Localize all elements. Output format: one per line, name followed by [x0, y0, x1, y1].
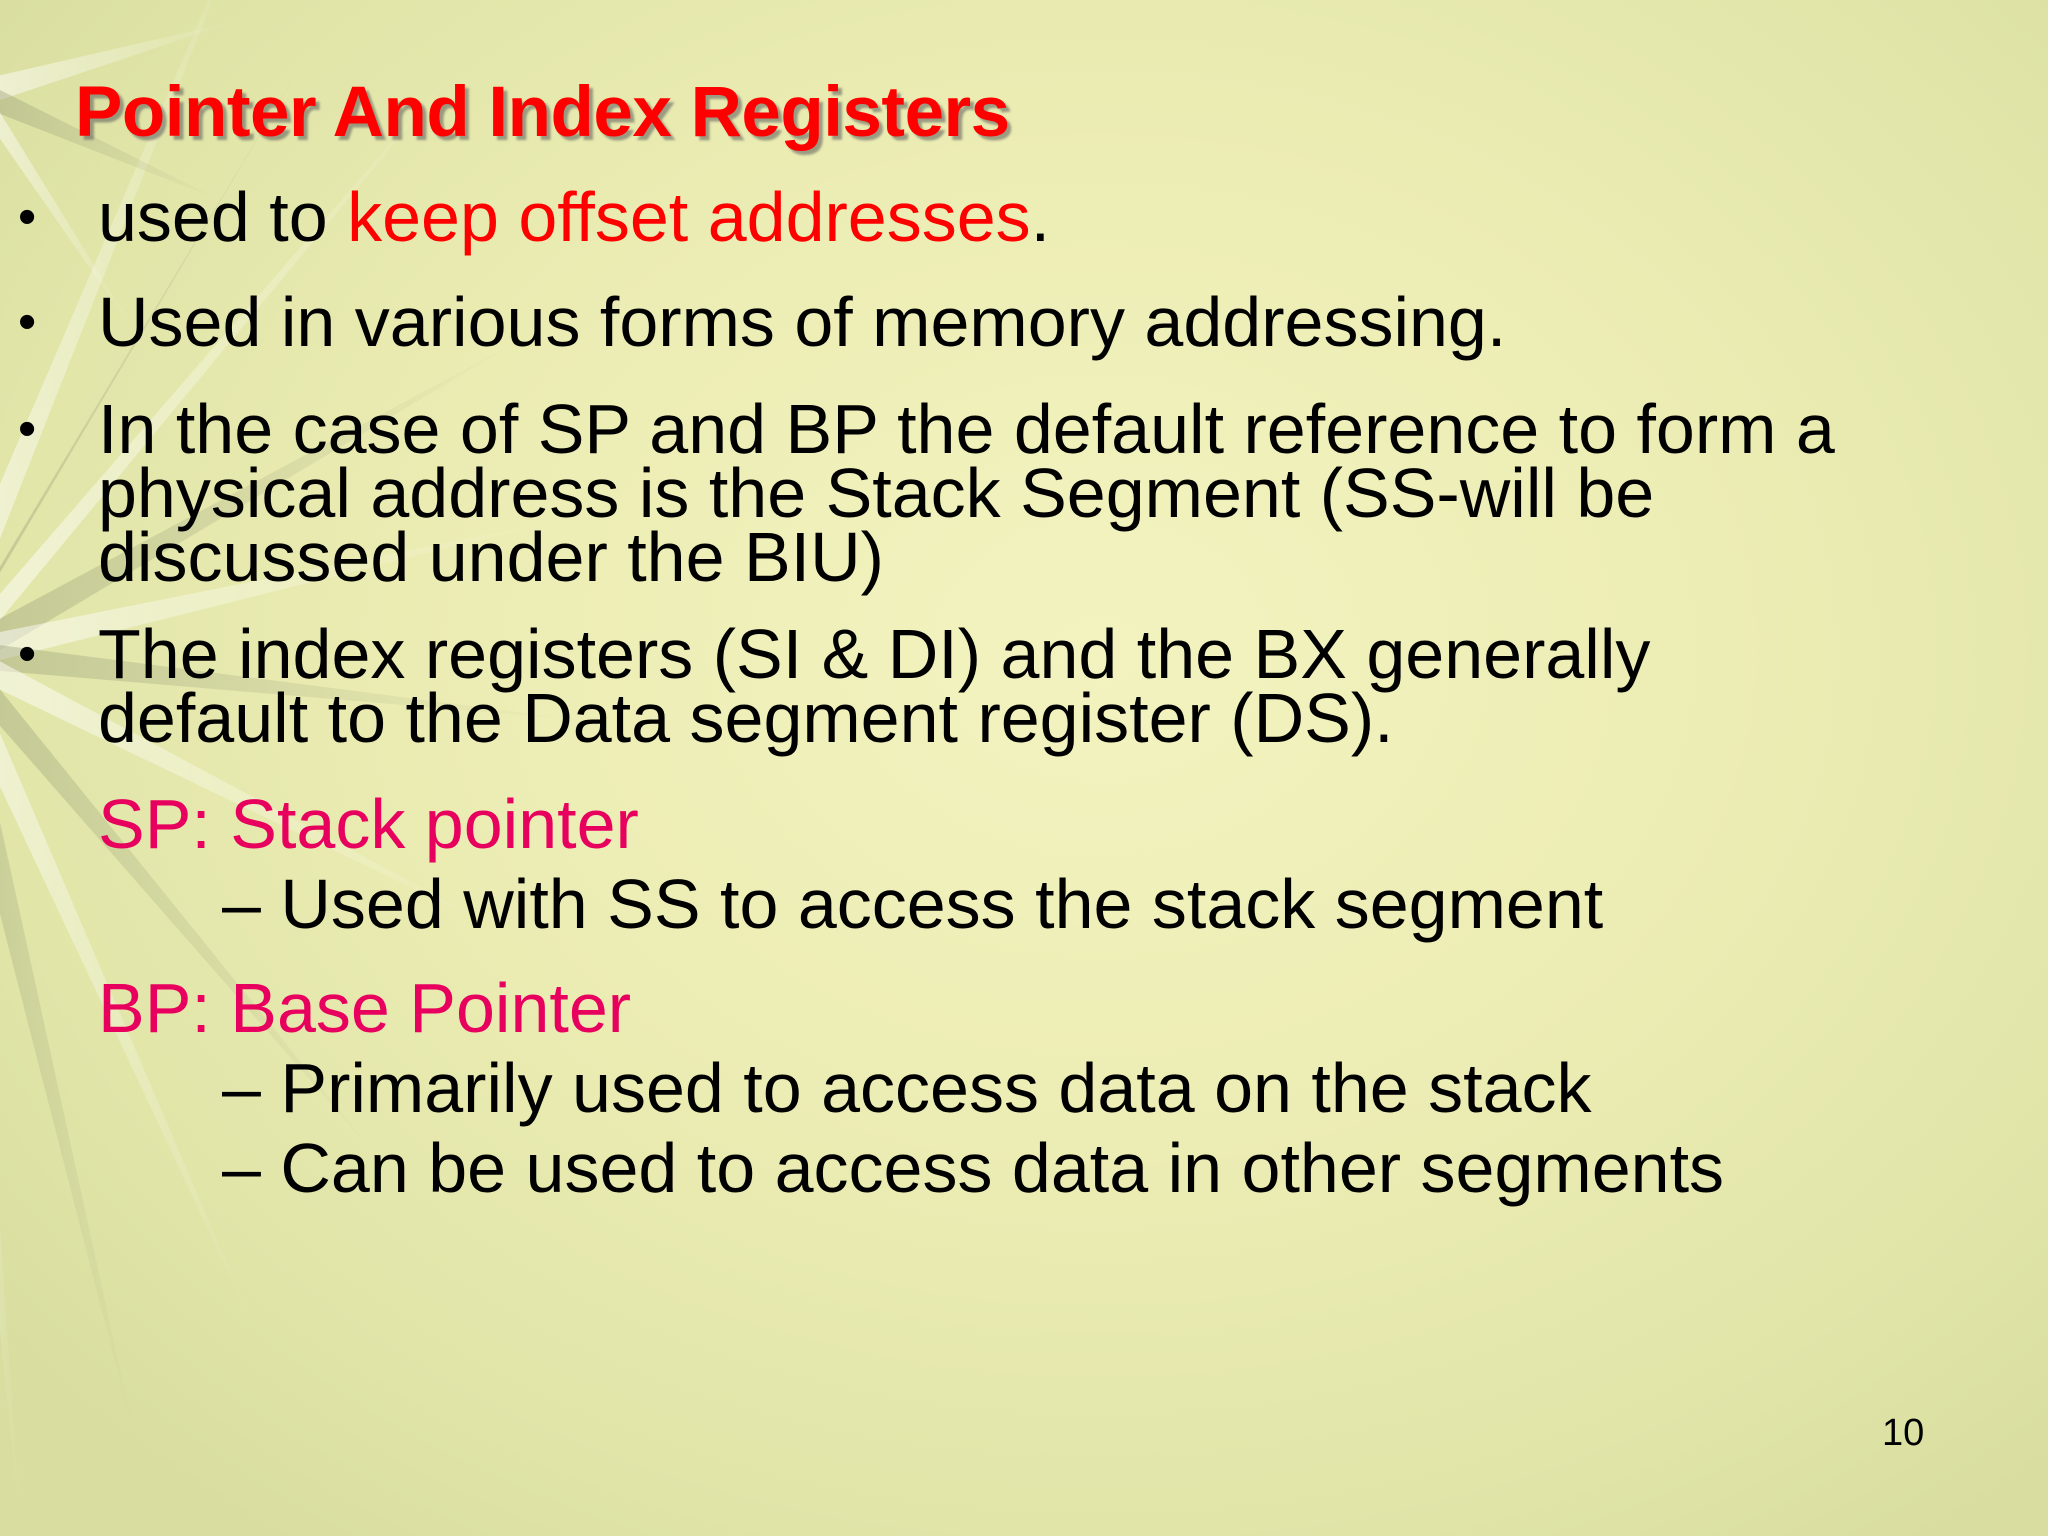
register-heading-sp: SP: Stack pointer	[98, 785, 639, 863]
bullet-text: used to keep offset addresses.	[98, 182, 1050, 252]
bullet-line: physical address is the Stack Segment (S…	[98, 454, 1655, 532]
register-description: – Primarily used to access data on the s…	[222, 1049, 1592, 1127]
register-description: – Used with SS to access the stack segme…	[222, 865, 1604, 943]
bullet-line: In the case of SP and BP the default ref…	[98, 390, 1835, 468]
bullet-line: discussed under the BIU)	[98, 518, 884, 596]
highlighted-phrase: keep offset addresses	[347, 178, 1031, 256]
register-description: – Can be used to access data in other se…	[222, 1129, 1725, 1207]
bullet-text: Used in various forms of memory addressi…	[98, 283, 1507, 361]
page-number: 10	[1882, 1412, 1925, 1454]
bullet-glyph: •	[18, 400, 37, 458]
register-heading-bp: BP: Base Pointer	[98, 969, 632, 1047]
bullet-glyph: •	[18, 293, 37, 351]
bullet-text-prefix: used to	[98, 178, 348, 256]
bullet-text: In the case of SP and BP the default ref…	[98, 390, 1835, 596]
bullet-text: The index registers (SI & DI) and the BX…	[98, 615, 1651, 757]
bullet-text-suffix: .	[1030, 178, 1051, 256]
bullet-glyph: •	[18, 188, 37, 246]
bullet-line: default to the Data segment register (DS…	[98, 679, 1394, 757]
bullet-line: The index registers (SI & DI) and the BX…	[98, 615, 1651, 693]
slide-title: Pointer And Index Registers	[75, 73, 1010, 152]
bullet-glyph: •	[18, 625, 37, 683]
